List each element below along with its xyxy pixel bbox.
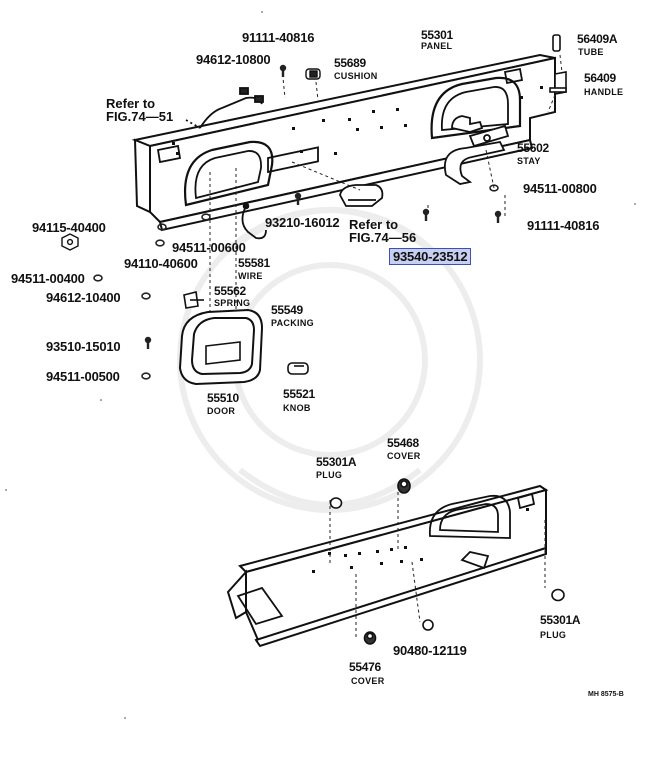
label-55476-name: COVER — [351, 676, 385, 686]
label-55581-name: WIRE — [238, 271, 263, 281]
label-55510-code: 55510 — [207, 391, 239, 405]
label-94511-00600: 94511-00600 — [172, 240, 246, 255]
knob-part — [287, 362, 309, 375]
label-56409a-name: TUBE — [578, 47, 604, 57]
label-55602-code: 55602 — [517, 141, 549, 155]
label-90480-12119: 90480-12119 — [393, 643, 467, 658]
refer-line2: FIG.74—56 — [349, 230, 417, 245]
spring-part — [183, 291, 204, 309]
label-55468-code: 55468 — [387, 436, 419, 450]
label-94612-10800: 94612-10800 — [196, 52, 271, 67]
stay-bracket — [444, 124, 510, 185]
label-91111-40816-right: 91111-40816 — [527, 218, 600, 233]
label-93210-16012: 93210-16012 — [265, 215, 340, 230]
label-55468-name: COVER — [387, 451, 421, 461]
label-55301a-right-name: PLUG — [540, 630, 567, 640]
door-assembly — [178, 308, 264, 386]
label-56409a-code: 56409A — [577, 32, 618, 46]
label-94511-00800: 94511-00800 — [523, 181, 597, 196]
label-55301a-top-name: PLUG — [316, 470, 343, 480]
leader-lines — [209, 54, 563, 330]
figure-footer-code: MH 8575-B — [588, 691, 624, 698]
rear-panel-lower — [226, 484, 549, 648]
lower-panel-details — [236, 492, 536, 626]
label-91111-40816-top: 91111-40816 — [242, 30, 315, 45]
label-94511-00400: 94511-00400 — [11, 271, 85, 286]
label-55301a-right-code: 55301A — [540, 613, 581, 627]
label-55476-code: 55476 — [349, 660, 381, 674]
refer-line2: FIG.74—51 — [106, 109, 174, 124]
lower-leader-lines — [329, 492, 546, 640]
label-55689-code: 55689 — [334, 56, 366, 70]
wire-part — [241, 202, 267, 240]
label-93540-23512-highlighted[interactable]: 93540-23512 — [389, 248, 472, 265]
label-94115-40400: 94115-40400 — [32, 220, 106, 235]
label-55562-name: SPRING — [214, 298, 251, 308]
cushion-part — [305, 68, 321, 80]
label-55510-name: DOOR — [207, 406, 236, 416]
label-55301-name: PANEL — [421, 41, 453, 51]
label-55562-code: 55562 — [214, 284, 246, 298]
label-55521-code: 55521 — [283, 387, 315, 401]
nut-part — [61, 233, 79, 251]
lower-parts — [329, 478, 565, 645]
label-56409-name: HANDLE — [584, 87, 624, 97]
label-93510-15010: 93510-15010 — [46, 339, 121, 354]
label-55581-code: 55581 — [238, 256, 270, 270]
label-55301-code: 55301 — [421, 28, 453, 42]
label-55301a-top-code: 55301A — [316, 455, 357, 469]
panel-details — [156, 67, 543, 207]
refer-fig-74-51: Refer to FIG.74—51 — [106, 97, 173, 123]
rear-panel-upper — [131, 53, 556, 232]
label-55689-name: CUSHION — [334, 71, 378, 81]
label-55549-name: PACKING — [271, 318, 314, 328]
label-55521-name: KNOB — [283, 403, 311, 413]
label-55549-code: 55549 — [271, 303, 303, 317]
label-56409-code: 56409 — [584, 71, 616, 85]
label-94110-40600: 94110-40600 — [124, 256, 198, 271]
lock-knob-assembly — [339, 184, 384, 207]
refer-line1: Refer to — [106, 96, 156, 111]
handle-part — [549, 34, 567, 95]
cable-linkage — [185, 87, 264, 129]
refer-fig-74-56: Refer to FIG.74—56 — [349, 218, 416, 244]
label-94511-00500: 94511-00500 — [46, 369, 120, 384]
label-55602-name: STAY — [517, 156, 541, 166]
label-94612-10400: 94612-10400 — [46, 290, 121, 305]
refer-line1: Refer to — [349, 217, 399, 232]
scan-specks — [5, 11, 636, 719]
